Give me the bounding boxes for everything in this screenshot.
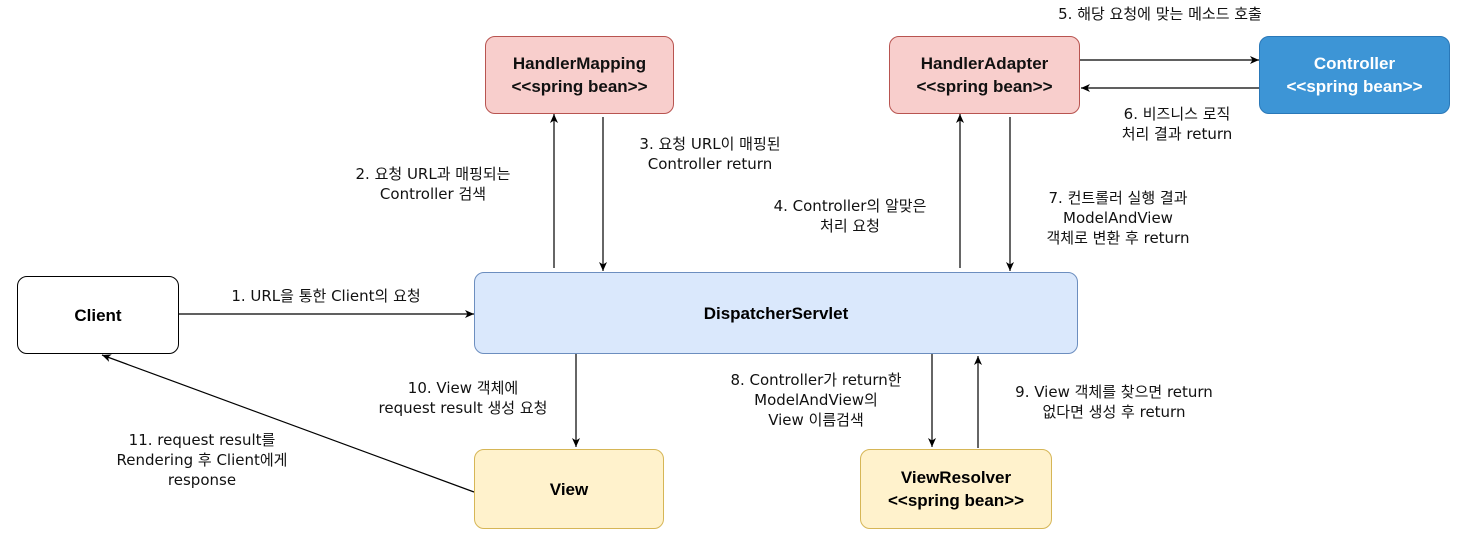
step6-line2: 처리 결과 return [1121, 125, 1233, 143]
edge-view-to-client [101, 354, 475, 493]
edge-label-step6: 6. 비즈니스 로직 처리 결과 return [1082, 104, 1272, 144]
step11-line2: Rendering 후 Client에게 [116, 451, 288, 469]
step10-line1: 10. View 객체에 [407, 379, 519, 397]
view-node[interactable]: View [474, 449, 664, 529]
handler-mapping-stereotype: <<spring bean>> [511, 77, 648, 96]
step5-line1: 5. 해당 요청에 맞는 메소드 호출 [1058, 5, 1262, 23]
step7-line1: 7. 컨트롤러 실행 결과 [1048, 189, 1188, 207]
step8-line1: 8. Controller가 return한 [730, 371, 902, 389]
edge-label-step5: 5. 해당 요청에 맞는 메소드 호출 [1010, 4, 1310, 24]
handler-adapter-stereotype: <<spring bean>> [916, 77, 1053, 96]
handler-adapter-node[interactable]: HandlerAdapter <<spring bean>> [889, 36, 1080, 114]
view-resolver-stereotype: <<spring bean>> [887, 491, 1025, 510]
controller-title: Controller [1313, 54, 1396, 73]
client-label: Client [74, 305, 122, 325]
view-resolver-node[interactable]: ViewResolver <<spring bean>> [860, 449, 1052, 529]
edge-label-step9: 9. View 객체를 찾으면 return 없다면 생성 후 return [980, 382, 1248, 422]
step6-line1: 6. 비즈니스 로직 [1123, 105, 1231, 123]
step9-line2: 없다면 생성 후 return [1042, 403, 1186, 421]
controller-node[interactable]: Controller <<spring bean>> [1259, 36, 1450, 114]
edge-label-step3: 3. 요청 URL이 매핑된 Controller return [600, 134, 820, 174]
client-node[interactable]: Client [17, 276, 179, 354]
edge-label-step7: 7. 컨트롤러 실행 결과 ModelAndView 객체로 변환 후 retu… [1006, 188, 1230, 248]
step4-line2: 처리 요청 [820, 217, 880, 235]
step11-line1: 11. request result를 [128, 431, 276, 449]
handler-mapping-node[interactable]: HandlerMapping <<spring bean>> [485, 36, 674, 114]
handler-mapping-title: HandlerMapping [512, 54, 647, 73]
edge-label-step10: 10. View 객체에 request result 생성 요청 [352, 378, 574, 418]
view-label: View [549, 479, 589, 499]
edge-label-step11: 11. request result를 Rendering 후 Client에게… [86, 430, 318, 490]
step8-line3: View 이름검색 [768, 411, 864, 429]
handler-adapter-title: HandlerAdapter [920, 54, 1049, 73]
step9-line1: 9. View 객체를 찾으면 return [1015, 383, 1213, 401]
step2-line1: 2. 요청 URL과 매핑되는 [355, 165, 511, 183]
step7-line2: ModelAndView [1063, 209, 1173, 227]
step11-line3: response [167, 471, 237, 489]
dispatcher-servlet-node[interactable]: DispatcherServlet [474, 272, 1078, 354]
step1-line1: 1. URL을 통한 Client의 요청 [231, 287, 421, 305]
step4-line1: 4. Controller의 알맞은 [773, 197, 927, 215]
step2-line2: Controller 검색 [379, 185, 487, 203]
step10-line2: request result 생성 요청 [378, 399, 548, 417]
step8-line2: ModelAndView의 [754, 391, 878, 409]
dispatcher-label: DispatcherServlet [703, 303, 849, 323]
edge-label-step2: 2. 요청 URL과 매핑되는 Controller 검색 [318, 164, 548, 204]
step3-line1: 3. 요청 URL이 매핑된 [639, 135, 781, 153]
view-resolver-title: ViewResolver [900, 468, 1012, 487]
step3-line2: Controller return [647, 155, 773, 173]
edge-label-step4: 4. Controller의 알맞은 처리 요청 [744, 196, 956, 236]
edge-label-step8: 8. Controller가 return한 ModelAndView의 Vie… [700, 370, 932, 430]
edge-label-step1: 1. URL을 통한 Client의 요청 [184, 286, 468, 306]
controller-stereotype: <<spring bean>> [1286, 77, 1423, 96]
step7-line3: 객체로 변환 후 return [1046, 229, 1190, 247]
